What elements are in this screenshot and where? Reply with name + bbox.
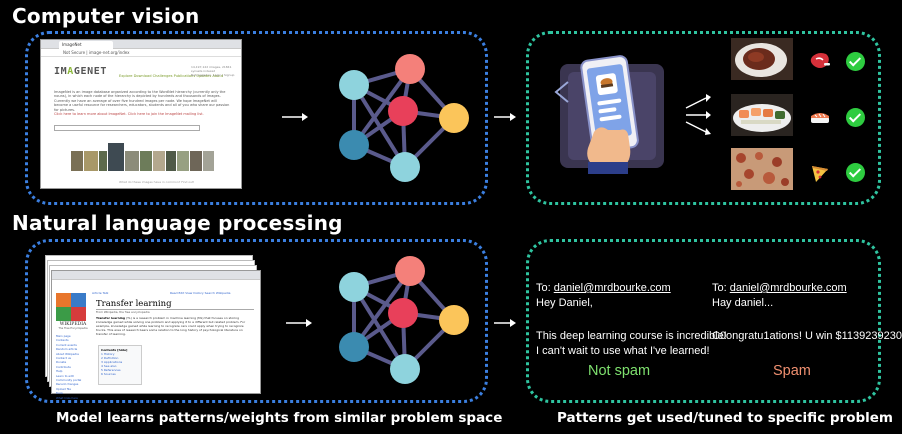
- left-caption: Model learns patterns/weights from simil…: [56, 410, 503, 426]
- steak-icon: [810, 53, 830, 68]
- wiki-side-link: Learn to edit: [56, 373, 74, 378]
- wiki-side-link: Contact us: [56, 356, 72, 361]
- sushi-photo: [731, 94, 793, 136]
- nlp-finetuned-panel: [526, 239, 881, 403]
- wiki-title-rule: [96, 309, 254, 310]
- wiki-side-link: Main page: [56, 334, 71, 338]
- fanout-arrows: [685, 94, 711, 135]
- wiki-toc-item: 3 Applications: [101, 360, 123, 364]
- cv-neural-network: [339, 54, 469, 182]
- imagenet-screenshot: ImageNet Not Secure | image-net.org/inde…: [40, 39, 242, 189]
- wiki-side-link: Contribute: [56, 364, 71, 369]
- sushi-icon: [811, 113, 829, 123]
- network-node: [439, 103, 469, 133]
- wikipedia-screenshot: WIKIPEDIA The Free Encyclopedia Main pag…: [51, 270, 261, 400]
- email-legit-line1: This deep learning course is incredible!: [536, 329, 727, 342]
- wiki-tabs-right: Read Edit View history Search Wikipedia: [170, 291, 231, 295]
- wiki-side-link: Help: [56, 369, 63, 374]
- network-node: [339, 272, 369, 302]
- browser-url: Not Secure | image-net.org/index: [41, 49, 241, 57]
- cv-pretrained-panel: [25, 31, 488, 205]
- email-legit: To: daniel@mrdbourke.com Hey Daniel, Thi…: [536, 281, 727, 359]
- arrow-to-cv-app: [494, 113, 516, 121]
- network-node: [388, 96, 418, 126]
- pizza-icon: [812, 166, 828, 182]
- computer-vision-title: Computer vision: [12, 4, 200, 28]
- wiki-from-line: From Wikipedia, the free encyclopedia: [96, 310, 150, 314]
- imagenet-thumbnails: [71, 143, 214, 171]
- check-icon: [846, 108, 865, 127]
- email-spam: To: daniel@mrdbourke.com Hay daniel... C…: [712, 281, 902, 344]
- wiki-tabs-left: Article Talk: [92, 291, 109, 295]
- wiki-side-link: What links here: [56, 395, 78, 400]
- wiki-side-link: Recent changes: [56, 382, 79, 387]
- pizza-photo: [731, 148, 793, 190]
- wiki-browser-bar: [52, 271, 260, 280]
- nlp-title: Natural language processing: [12, 211, 343, 235]
- wiki-toc-item: 1 History: [101, 352, 115, 356]
- network-node: [388, 298, 418, 328]
- email-legit-to: To: daniel@mrdbourke.com: [536, 282, 671, 294]
- email-spam-to: To: daniel@mrdbourke.com: [712, 282, 847, 294]
- imagenet-stats: 14,197,122 images, 21841 synsets indexed…: [191, 65, 235, 77]
- check-icon: [846, 52, 865, 71]
- wiki-sidebar: WIKIPEDIA The Free Encyclopedia Main pag…: [56, 293, 90, 400]
- wiki-side-link: Tools: [56, 391, 63, 396]
- network-node: [390, 152, 420, 182]
- network-node: [395, 256, 425, 286]
- nlp-neural-network: [339, 256, 469, 384]
- cv-finetuned-panel: [526, 31, 881, 205]
- wiki-tagline: The Free Encyclopedia: [58, 327, 88, 330]
- wiki-side-link: About Wikipedia: [56, 351, 79, 356]
- browser-tab-bar: ImageNet: [41, 40, 241, 49]
- arrow-to-nlp-model: [286, 319, 312, 327]
- check-icon: [846, 163, 865, 182]
- email-spam-greeting: Hay daniel...: [712, 296, 774, 309]
- imagenet-description: ImageNet is an image database organized …: [54, 90, 230, 117]
- network-node: [339, 332, 369, 362]
- spam-label: Spam: [773, 363, 811, 379]
- not-spam-label: Not spam: [588, 363, 651, 379]
- wiki-side-link: Community portal: [56, 378, 82, 383]
- wiki-side-link: Random article: [56, 347, 78, 352]
- network-node: [390, 354, 420, 384]
- wiki-toc-item: 2 Definition: [101, 356, 119, 360]
- network-edge: [352, 67, 412, 147]
- network-node: [339, 70, 369, 100]
- network-node: [395, 54, 425, 84]
- imagenet-logo: IMAGENET: [54, 66, 107, 77]
- browser-tab: ImageNet: [59, 41, 113, 49]
- email-legit-line2: I can't wait to use what I've learned!: [536, 344, 710, 357]
- arrow-to-cv-model: [282, 113, 308, 121]
- wiki-side-link: Current events: [56, 342, 77, 347]
- imagenet-nav: Explore Download Challenges Publications…: [119, 74, 224, 78]
- email-spam-line1: C0ongratu1ations! U win $1139239230: [712, 329, 902, 342]
- wiki-side-link: Donate: [56, 360, 67, 365]
- right-caption: Patterns get used/tuned to specific prob…: [557, 410, 894, 426]
- nlp-pretrained-panel: [25, 239, 488, 403]
- wiki-wordmark: WIKIPEDIA: [59, 322, 87, 327]
- email-legit-greeting: Hey Daniel,: [536, 296, 593, 309]
- wiki-side-link: Upload file: [56, 386, 71, 391]
- phone-food-app-illustration: [554, 55, 664, 174]
- wiki-side-link: Contents: [56, 338, 69, 343]
- wiki-toc-item: 4 See also: [101, 364, 117, 368]
- network-node: [339, 130, 369, 160]
- imagenet-search-box: [54, 125, 200, 131]
- steak-photo: [731, 38, 793, 80]
- network-edge: [352, 269, 412, 349]
- network-node: [439, 305, 469, 335]
- imagenet-footer: What do these images have in common? Fin…: [119, 180, 195, 184]
- wiki-article-title: Transfer learning: [96, 299, 172, 309]
- wiki-toc-item: 6 Sources: [101, 372, 116, 376]
- wikipedia-globe-logo: [56, 293, 86, 321]
- arrow-to-nlp-app: [494, 319, 516, 327]
- wiki-toc-item: 5 References: [101, 368, 121, 372]
- wiki-body: Transfer learning (TL) is a research pro…: [96, 316, 246, 336]
